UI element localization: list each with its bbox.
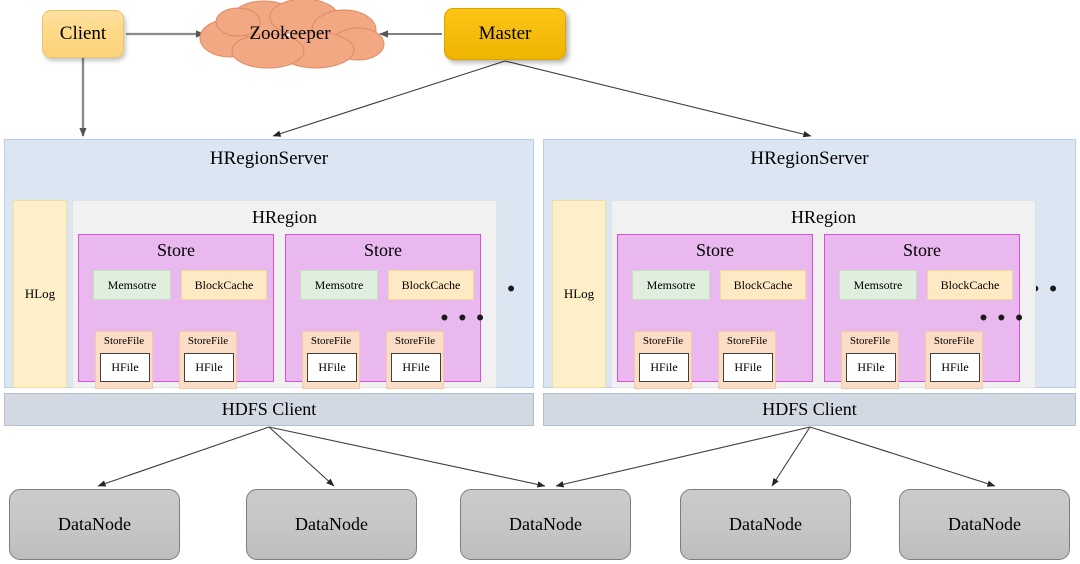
store-blockcache: BlockCache xyxy=(927,270,1013,300)
client-label: Client xyxy=(59,23,107,44)
store-blockcache: BlockCache xyxy=(720,270,806,300)
regionserver-2-title: HRegionServer xyxy=(750,148,869,169)
datanode-label: DataNode xyxy=(58,514,131,534)
hfile-box: HFile xyxy=(846,353,896,382)
hdfs-client-1[interactable]: HDFS Client xyxy=(4,393,534,426)
hregion-title: HRegion xyxy=(791,207,856,227)
datanode-label: DataNode xyxy=(295,514,368,534)
hfile-box: HFile xyxy=(723,353,773,382)
storefile-label: StoreFile xyxy=(726,335,768,347)
edge-hdfsclient-2-to-datanode-5 xyxy=(809,426,996,487)
client-node[interactable]: Client xyxy=(42,10,124,58)
storefile-label: StoreFile xyxy=(103,335,145,347)
storefile-label: StoreFile xyxy=(187,335,229,347)
datanode-4[interactable]: DataNode xyxy=(680,489,851,560)
store-memstore: Memsotre xyxy=(632,270,710,300)
store-memstore: Memsotre xyxy=(300,270,378,300)
edge-hdfsclient-1-to-datanode-1 xyxy=(97,426,270,487)
storefile-label: StoreFile xyxy=(394,335,436,347)
hregion-2-overflow-dots: • • • xyxy=(979,305,1025,330)
store-blockcache: BlockCache xyxy=(181,270,267,300)
hfile-box: HFile xyxy=(184,353,234,382)
hregion-1-store-2[interactable]: Store Memsotre BlockCache StoreFile HFil… xyxy=(285,234,481,389)
store-title: Store xyxy=(903,240,941,260)
hregion-2-store-1[interactable]: Store Memsotre BlockCache StoreFile HFil… xyxy=(617,234,813,389)
hdfs-client-label: HDFS Client xyxy=(762,399,857,419)
hfile-box: HFile xyxy=(100,353,150,382)
hdfs-client-label: HDFS Client xyxy=(221,399,317,419)
store-storefile-2[interactable]: StoreFile HFile xyxy=(179,331,237,389)
store-memstore: Memsotre xyxy=(93,270,171,300)
master-label: Master xyxy=(478,23,532,44)
store-blockcache: BlockCache xyxy=(388,270,474,300)
hregion-2-store-2[interactable]: Store Memsotre BlockCache StoreFile HFil… xyxy=(824,234,1020,389)
hfile-box: HFile xyxy=(639,353,689,382)
store-title: Store xyxy=(157,240,195,260)
hregion-1-store-1[interactable]: Store Memsotre BlockCache StoreFile HFil… xyxy=(78,234,274,389)
storefile-label: StoreFile xyxy=(933,335,975,347)
edge-hdfsclient-1-to-datanode-2 xyxy=(268,426,335,487)
datanode-5[interactable]: DataNode xyxy=(899,489,1070,560)
store-storefile-2[interactable]: StoreFile HFile xyxy=(925,331,983,389)
regionserver-2-hlog: HLog xyxy=(552,200,606,388)
store-memstore: Memsotre xyxy=(839,270,917,300)
regionserver-1-title: HRegionServer xyxy=(209,148,329,169)
store-storefile-2[interactable]: StoreFile HFile xyxy=(386,331,444,389)
store-storefile-2[interactable]: StoreFile HFile xyxy=(718,331,776,389)
zookeeper-node[interactable]: Zookeeper xyxy=(192,0,388,70)
store-storefile-1[interactable]: StoreFile HFile xyxy=(95,331,153,389)
edge-hdfsclient-1-to-datanode-3 xyxy=(268,426,546,488)
datanode-2[interactable]: DataNode xyxy=(246,489,417,560)
master-node[interactable]: Master xyxy=(444,8,566,60)
hfile-box: HFile xyxy=(391,353,441,382)
edge-hdfsclient-2-to-datanode-4 xyxy=(771,426,811,487)
edge-master-to-regionserver-2 xyxy=(504,60,812,138)
regionserver-1-hlog: HLog xyxy=(13,200,67,388)
hfile-box: HFile xyxy=(930,353,980,382)
hlog-label: HLog xyxy=(563,286,595,301)
hlog-label: HLog xyxy=(24,286,56,301)
hfile-box: HFile xyxy=(307,353,357,382)
storefile-label: StoreFile xyxy=(642,335,684,347)
datanode-3[interactable]: DataNode xyxy=(460,489,631,560)
hdfs-client-2[interactable]: HDFS Client xyxy=(543,393,1076,426)
store-storefile-1[interactable]: StoreFile HFile xyxy=(841,331,899,389)
store-title: Store xyxy=(696,240,734,260)
datanode-label: DataNode xyxy=(509,514,582,534)
zookeeper-label: Zookeeper xyxy=(249,23,331,44)
storefile-label: StoreFile xyxy=(310,335,352,347)
storefile-label: StoreFile xyxy=(849,335,891,347)
store-storefile-1[interactable]: StoreFile HFile xyxy=(302,331,360,389)
datanode-label: DataNode xyxy=(729,514,802,534)
store-storefile-1[interactable]: StoreFile HFile xyxy=(634,331,692,389)
store-title: Store xyxy=(364,240,402,260)
edge-master-to-regionserver-1 xyxy=(272,60,506,137)
regionserver-2-hregion[interactable]: HRegion Store Memsotre BlockCache StoreF… xyxy=(611,200,1036,389)
hregion-title: HRegion xyxy=(252,207,317,227)
cloud-icon xyxy=(199,0,385,69)
hregion-1-overflow-dots: • • • xyxy=(440,305,486,330)
edge-hdfsclient-2-to-datanode-3 xyxy=(555,426,811,488)
datanode-1[interactable]: DataNode xyxy=(9,489,180,560)
datanode-label: DataNode xyxy=(948,514,1021,534)
regionserver-1-hregion[interactable]: HRegion Store Memsotre BlockCache StoreF… xyxy=(72,200,497,389)
